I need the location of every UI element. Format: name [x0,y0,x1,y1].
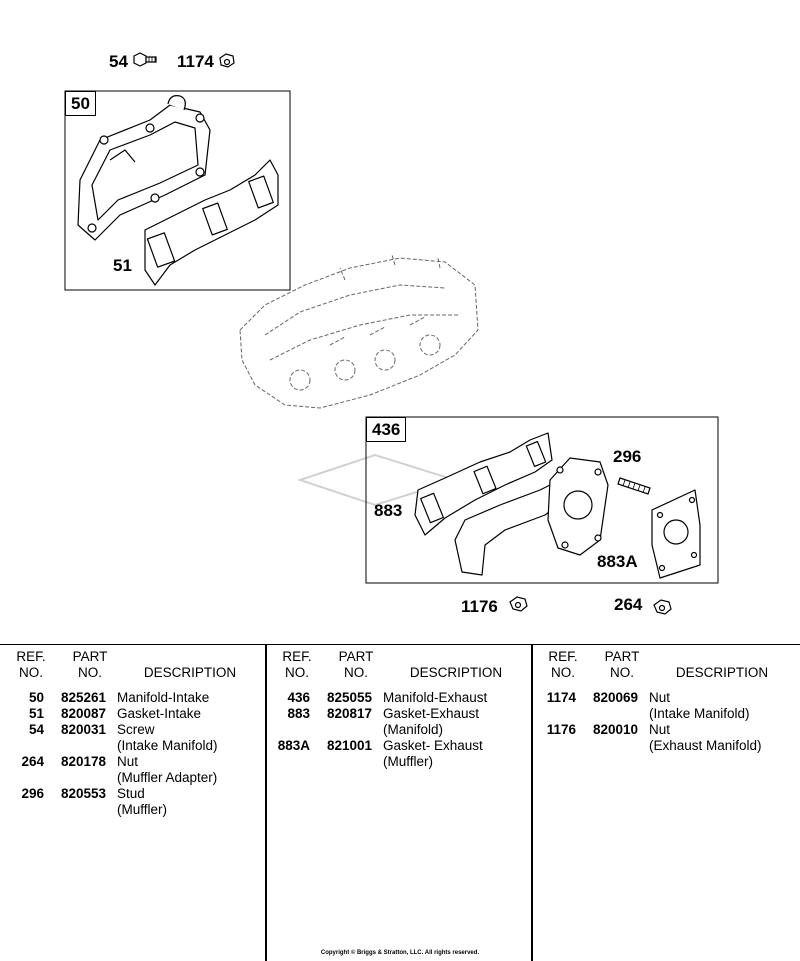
ref-number: 883 [287,706,310,721]
intake-manifold-illustration [77,95,211,241]
callout-1174: 1174 [177,52,214,71]
part-number: 820553 [60,786,106,801]
callout-1176: 1176 [461,597,498,616]
part-description: (Manifold) [383,722,444,737]
ref-number: 1176 [546,722,576,737]
ref-number: 883A [277,738,310,753]
part-description: Gasket-Intake [117,706,202,721]
muffler-gasket-illustration [651,489,701,579]
table-row: 296 820553 Stud(Muffler) [0,786,266,818]
exhaust-gasket-illustration [414,432,553,536]
diagram-drawing [64,52,719,615]
ref-number: 54 [28,722,44,737]
part-description: Screw [117,722,155,737]
part-number: 820010 [592,722,638,737]
part-number: 825261 [60,690,106,705]
table-row: 883 820817 Gasket-Exhaust(Manifold) [266,706,532,738]
header-description: DESCRIPTION [409,665,503,680]
header-description: DESCRIPTION [675,665,769,680]
screw-54-illustration [133,52,157,67]
header-description: DESCRIPTION [143,665,237,680]
callout-264: 264 [614,595,643,614]
part-number: 825055 [326,690,372,705]
part-description: (Intake Manifold) [649,706,750,721]
part-description: (Muffler) [383,754,434,769]
part-description: Nut [117,754,139,769]
part-number: 820178 [60,754,106,769]
ref-number: 264 [21,754,44,769]
header-ref-no: REF.NO. [548,649,578,680]
nut-1174-illustration [219,53,235,68]
part-number: 820087 [60,706,106,721]
part-number: 820069 [592,690,638,705]
part-description: Nut [649,690,671,705]
table-row: 1174 820069 Nut(Intake Manifold) [532,690,798,722]
callout-296: 296 [613,447,642,466]
ref-number: 1174 [546,690,576,705]
header-ref-no: REF.NO. [282,649,312,680]
callout-51: 51 [113,256,132,275]
ref-number: 50 [28,690,44,705]
header-ref-no: REF.NO. [16,649,46,680]
table-row: 264 820178 Nut(Muffler Adapter) [0,754,266,786]
nut-264-illustration [653,599,672,615]
exhaust-manifold-illustration [454,457,609,576]
part-description: Gasket-Exhaust [383,706,480,721]
copyright-notice: Copyright © Briggs & Stratton, LLC. All … [320,950,480,956]
part-description: (Muffler) [117,802,168,817]
stud-296-illustration [617,477,651,495]
table-row: 1176 820010 Nut(Exhaust Manifold) [532,722,798,754]
callout-436: 436 [366,417,407,442]
part-description: Manifold-Exhaust [383,690,488,705]
part-description: Stud [117,786,145,801]
callout-883: 883 [374,501,403,520]
table-row: 436 825055 Manifold-Exhaust [266,690,532,706]
part-description: (Intake Manifold) [117,738,218,753]
part-description: Gasket- Exhaust [383,738,483,753]
table-row: 54 820031 Screw(Intake Manifold) [0,722,266,754]
part-number: 821001 [326,738,372,753]
ref-number: 436 [287,690,310,705]
intake-gasket-illustration [144,159,279,286]
part-description: (Exhaust Manifold) [649,738,762,753]
part-description: Nut [649,722,671,737]
exploded-parts-diagram: 54 1174 50 51 436 296 883 883A 1176 264 [64,52,719,616]
column-divider [531,645,533,961]
callout-883A: 883A [597,552,638,571]
table-row: 50 825261 Manifold-Intake [0,690,266,706]
part-number: 820031 [60,722,106,737]
engine-head-illustration [239,254,479,409]
part-description: (Muffler Adapter) [117,770,218,785]
nut-1176-illustration [509,596,528,612]
table-row: 51 820087 Gasket-Intake [0,706,266,722]
ref-number: 296 [21,786,44,801]
callout-50: 50 [65,91,96,116]
table-row: 883A 821001 Gasket- Exhaust(Muffler) [266,738,532,770]
callout-54: 54 [109,52,128,71]
part-number: 820817 [326,706,372,721]
column-divider [265,645,267,961]
part-description: Manifold-Intake [117,690,210,705]
ref-number: 51 [28,706,44,721]
